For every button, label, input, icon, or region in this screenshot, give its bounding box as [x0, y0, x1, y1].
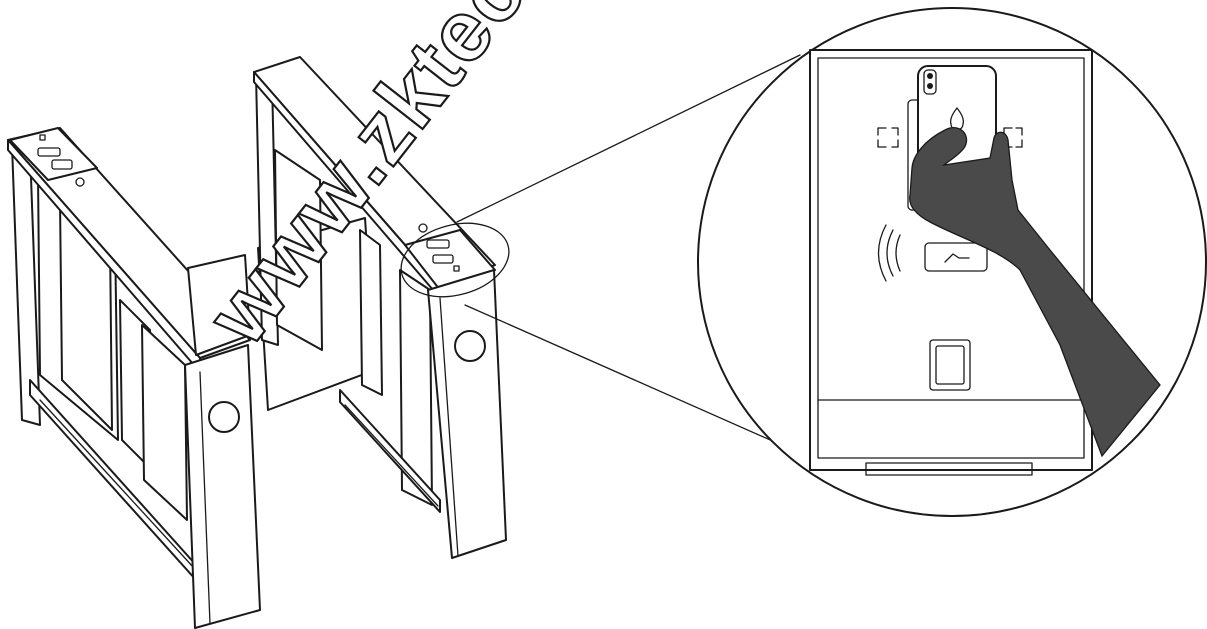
- hand-icon: [909, 127, 1161, 458]
- nfc-symbols-right-icon: [426, 239, 460, 272]
- swing-flap-left: [187, 254, 251, 356]
- nfc-waves-icon: [877, 224, 901, 282]
- qr-scan-bracket-left-icon: [877, 127, 899, 148]
- card-reader-icon: [924, 242, 988, 272]
- nfc-symbols-left-icon: [37, 134, 73, 170]
- zoom-callout-lines: [456, 54, 821, 463]
- svg-text:www.zkteco: www.zkteco: [189, 0, 579, 362]
- fingerprint-sensor-icon: [929, 339, 971, 391]
- sensor-light-icon: [454, 330, 486, 362]
- watermark: www.zkteco: [188, 0, 580, 364]
- sensor-light-icon: [208, 401, 240, 433]
- left-cabinet: [7, 127, 261, 629]
- magnified-inset: [697, 7, 1207, 517]
